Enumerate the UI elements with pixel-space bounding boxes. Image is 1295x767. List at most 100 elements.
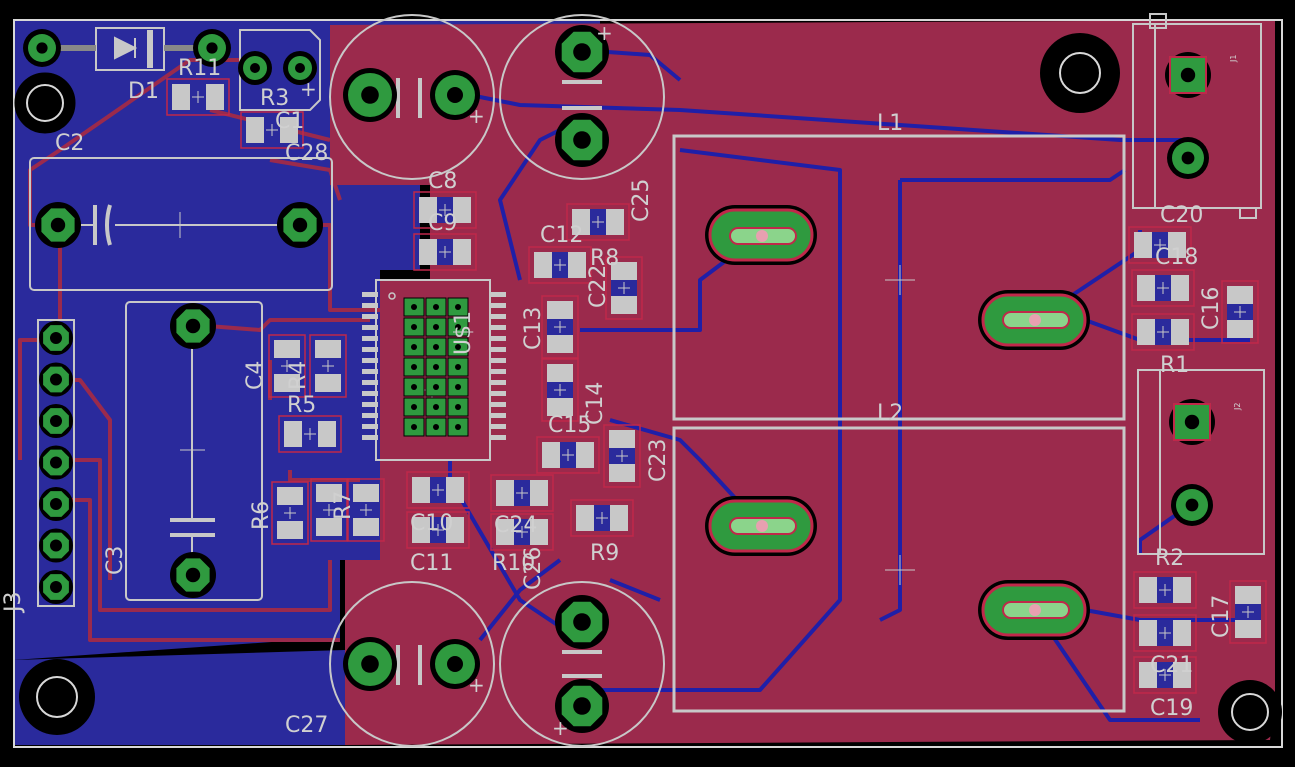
thermal-via xyxy=(433,404,439,410)
j3-header xyxy=(37,319,75,607)
plus-c26: + xyxy=(552,716,569,740)
drill-hole xyxy=(36,42,48,54)
u1-pin-right xyxy=(490,292,506,297)
drill-hole xyxy=(50,498,62,510)
thermal-via xyxy=(455,304,461,310)
thermal-via xyxy=(433,344,439,350)
thermal-via xyxy=(411,384,417,390)
plus-r3: + xyxy=(300,77,317,101)
drill-hole xyxy=(447,87,463,103)
label-r4: R4 xyxy=(286,361,311,390)
square-pad xyxy=(1173,403,1211,441)
u1-pin-left xyxy=(362,292,378,297)
u1-pin-right xyxy=(490,424,506,429)
thermal-via xyxy=(455,364,461,370)
plus-c25: + xyxy=(596,21,613,45)
label-r6: R6 xyxy=(249,501,274,530)
bottom-traces xyxy=(448,48,1250,722)
smd-component xyxy=(1221,280,1259,344)
l1-pad-2 xyxy=(978,290,1090,350)
label-c28: C28 xyxy=(285,141,328,166)
label-c19: C19 xyxy=(1150,696,1193,721)
thermal-via xyxy=(411,344,417,350)
drill-hole xyxy=(50,217,66,233)
label-c3: C3 xyxy=(103,546,128,575)
label-c26: C26 xyxy=(521,547,546,590)
u1-pin-left xyxy=(362,380,378,385)
smd-component xyxy=(1131,269,1195,307)
thermal-via xyxy=(433,324,439,330)
plus-c8: + xyxy=(468,104,485,128)
thermal-via xyxy=(455,424,461,430)
thermal-via xyxy=(411,324,417,330)
smd-component xyxy=(406,471,470,509)
drill-hole xyxy=(361,655,379,673)
u1-pin-left xyxy=(362,347,378,352)
thermal-via xyxy=(433,424,439,430)
smd-component xyxy=(528,246,592,284)
drill-hole xyxy=(573,613,591,631)
polarity-marks: + + + + + xyxy=(300,21,613,740)
thermal-via xyxy=(433,304,439,310)
thermal-via xyxy=(411,364,417,370)
label-c17: C17 xyxy=(1209,595,1234,638)
smd-component xyxy=(240,111,304,149)
thermal-via xyxy=(411,304,417,310)
u1-pin-right xyxy=(490,314,506,319)
u1-pin-left xyxy=(362,424,378,429)
smd-component xyxy=(603,424,641,488)
label-c24: C24 xyxy=(494,513,537,538)
label-r5: R5 xyxy=(287,393,316,418)
u1-pin-right xyxy=(490,347,506,352)
label-c1: C1 xyxy=(275,109,304,134)
pin1-marker xyxy=(388,292,396,300)
l1-pad-1 xyxy=(705,205,817,265)
drill-hole xyxy=(50,373,62,386)
l2-pad-1 xyxy=(705,496,817,556)
drill-hole xyxy=(50,415,62,427)
label-j1: J1 xyxy=(1229,55,1238,63)
u1-pin-left xyxy=(362,402,378,407)
smd-component xyxy=(490,513,554,551)
u1-pin-left xyxy=(362,303,378,308)
label-c13: C13 xyxy=(521,307,546,350)
label-c25: C25 xyxy=(629,179,654,222)
drill-hole xyxy=(573,697,591,715)
u1-pin-right xyxy=(490,303,506,308)
smd-component xyxy=(490,474,554,512)
u1-pin-right xyxy=(490,380,506,385)
label-c23: C23 xyxy=(646,439,671,482)
board-outline xyxy=(13,19,1283,748)
smd-component xyxy=(413,191,477,229)
label-r1: R1 xyxy=(1160,353,1189,378)
top-copper-pour xyxy=(330,20,1275,745)
smd-component xyxy=(605,256,643,320)
u1-pin-left xyxy=(362,369,378,374)
u1-pin-left xyxy=(362,325,378,330)
l2-pad-2 xyxy=(978,580,1090,640)
u1-pin-right xyxy=(490,358,506,363)
smd-component xyxy=(406,511,470,549)
u1-pin-left xyxy=(362,336,378,341)
label-c4: C4 xyxy=(243,361,268,390)
u1-pin-right xyxy=(490,325,506,330)
smd-component xyxy=(1133,571,1197,609)
drill-hole xyxy=(185,567,201,583)
inductor-pads xyxy=(705,205,1090,640)
label-c22: C22 xyxy=(586,265,611,308)
label-c10: C10 xyxy=(410,511,453,536)
thermal-via xyxy=(433,384,439,390)
label-c8: C8 xyxy=(428,169,457,194)
label-r10: R10 xyxy=(492,551,535,576)
label-d1: D1 xyxy=(128,79,159,104)
smd-component xyxy=(310,478,348,542)
label-c15: C15 xyxy=(548,413,591,438)
smd-component xyxy=(413,233,477,271)
drill-hole xyxy=(1184,414,1200,430)
thermal-via xyxy=(455,324,461,330)
smd-component xyxy=(1133,656,1197,694)
label-r9: R9 xyxy=(590,541,619,566)
thermal-via xyxy=(433,364,439,370)
label-j3: J3 xyxy=(1,592,26,615)
thermal-via xyxy=(455,384,461,390)
